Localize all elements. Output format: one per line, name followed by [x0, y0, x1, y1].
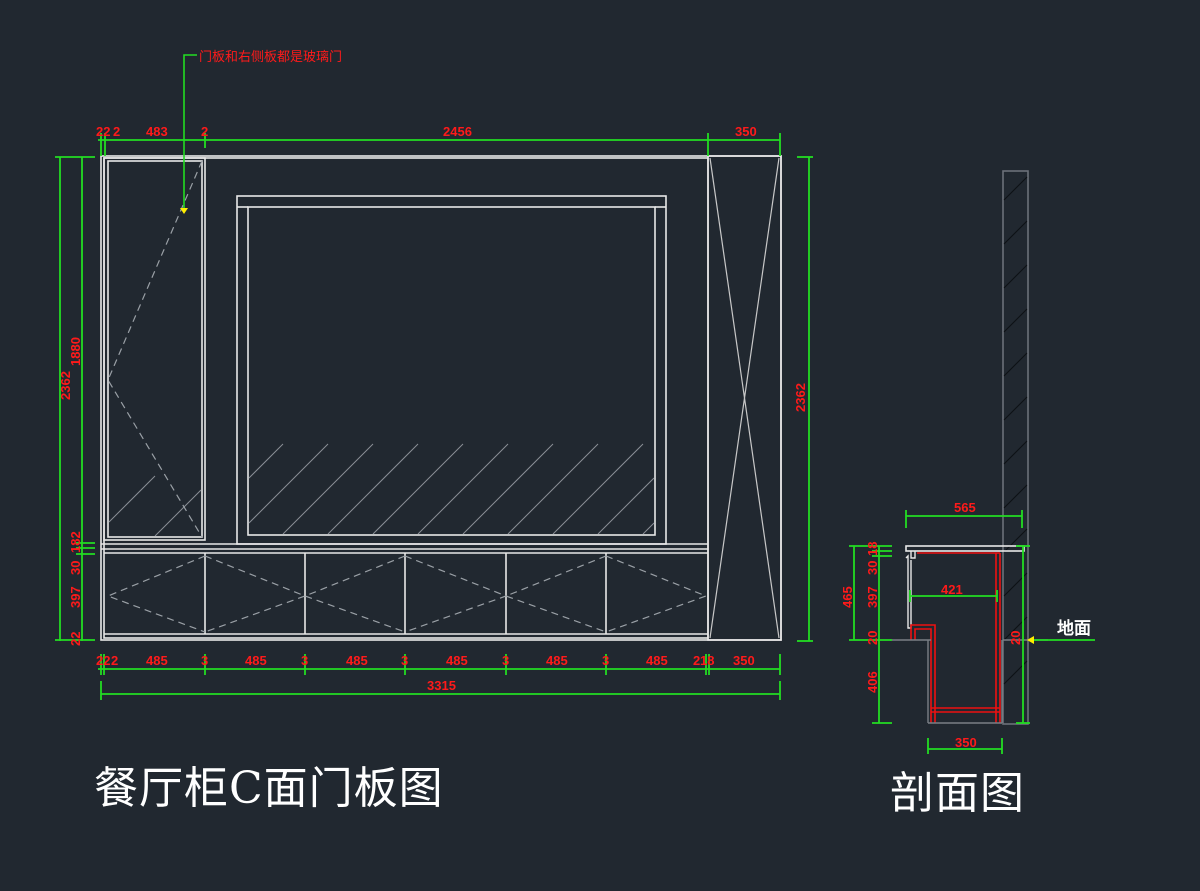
dim-label: 2456: [443, 124, 472, 139]
wall-hatch-line: [1003, 308, 1028, 333]
dim-label: 2: [693, 653, 700, 668]
bottom-dimensions: [98, 654, 781, 700]
door-swing-marks: [106, 160, 708, 633]
cabinet-inner-frame: [103, 157, 709, 639]
countertop: [905, 545, 1025, 552]
dim-label: 350: [735, 124, 757, 139]
left-dimension-labels: 2362 1880 182 30 397 22: [58, 337, 83, 646]
annotation-leader: 门板和右侧板都是玻璃门: [180, 50, 342, 214]
dim-label: 483: [146, 124, 168, 139]
wall-hatch-line: [1003, 396, 1028, 421]
hatch-line: [462, 443, 554, 535]
cabinet-section: [910, 552, 1001, 723]
dim-label-overall-width: 3315: [427, 678, 456, 693]
dim-label: 397: [865, 586, 880, 608]
dim-label-right-height: 2362: [793, 383, 808, 412]
dim-label: 485: [546, 653, 568, 668]
dim-label: 22: [68, 632, 83, 646]
top-dimension-labels: 22 2 483 2 2456 350: [96, 124, 757, 139]
dim-label: 406: [865, 671, 880, 693]
left-glass-door: [103, 157, 206, 541]
hatch-line: [154, 489, 202, 537]
dim-label: 2: [113, 124, 120, 139]
hatch-line: [417, 443, 509, 535]
hatch-line: [597, 477, 655, 535]
wall-hatch-line: [1003, 176, 1028, 201]
dim-label: 20: [1008, 631, 1023, 645]
dim-label: 350: [733, 653, 755, 668]
dim-label: 3: [401, 653, 408, 668]
dim-label: 485: [146, 653, 168, 668]
ground-arrow: [1027, 636, 1034, 644]
right-glass-panel: [707, 155, 782, 641]
dim-label: 565: [954, 500, 976, 515]
dim-label: 3: [602, 653, 609, 668]
dim-label: 22: [96, 124, 110, 139]
dim-label: 30: [865, 561, 880, 575]
glass-hatch: [108, 443, 655, 537]
right-dimension: [797, 156, 813, 642]
top-dimensions: [98, 133, 781, 156]
hatch-line: [552, 443, 644, 535]
hatch-line: [507, 443, 599, 535]
floor-line: [890, 639, 1048, 724]
wall-hatch-line: [1003, 440, 1028, 465]
dim-label: 2: [201, 124, 208, 139]
hatch-line: [327, 443, 419, 535]
wall-hatch-line: [1003, 220, 1028, 245]
dim-label: 397: [68, 586, 83, 608]
wall-hatch-line: [1003, 264, 1028, 289]
dim-label: 465: [840, 586, 855, 608]
dim-label: 3: [301, 653, 308, 668]
dim-label: 3: [502, 653, 509, 668]
hatch-line: [282, 443, 374, 535]
dim-label: 485: [245, 653, 267, 668]
dim-label: 421: [941, 582, 963, 597]
hatch-line: [248, 443, 284, 479]
ground-label: 地面: [1057, 618, 1091, 639]
section-view: 565 421 350 465 18 30 397 20 406 20 地面: [840, 170, 1095, 754]
right-panel-x-mark: [709, 157, 780, 639]
wall: [1002, 170, 1029, 725]
left-dimensions: [55, 156, 95, 641]
dim-label: 30: [68, 561, 83, 575]
elevation-title: 餐厅柜C面门板图: [94, 763, 444, 814]
dim-label: 20: [865, 631, 880, 645]
dim-label: 18: [700, 653, 714, 668]
dim-label: 3: [201, 653, 208, 668]
section-dimensions: [849, 510, 1095, 754]
bottom-dimension-labels: 22 2 485 3 485 3 485 3 485 3 485 3 485 2…: [96, 653, 755, 693]
annotation-note: 门板和右侧板都是玻璃门: [199, 50, 342, 65]
cabinet-outer-frame: [100, 155, 782, 641]
dim-label-overall-height: 2362: [58, 371, 73, 400]
dim-label: 1880: [68, 337, 83, 366]
dim-label: 350: [955, 735, 977, 750]
hatch-line: [642, 522, 655, 535]
dim-label: 18: [865, 542, 880, 556]
dim-label: 182: [68, 531, 83, 553]
dim-label: 485: [346, 653, 368, 668]
hatch-line: [248, 443, 329, 524]
dim-label: 22: [96, 653, 110, 668]
dim-label: 2: [111, 653, 118, 668]
wall-hatch-line: [1003, 484, 1028, 509]
elevation-view: [100, 155, 782, 641]
hatch-line: [108, 475, 156, 523]
dim-label: 485: [646, 653, 668, 668]
hatch-line: [372, 443, 464, 535]
wall-hatch-line: [1003, 528, 1028, 553]
dim-label: 485: [446, 653, 468, 668]
section-title: 剖面图: [890, 768, 1025, 819]
center-glass-frame: [236, 195, 667, 545]
wall-hatch-line: [1003, 352, 1028, 377]
